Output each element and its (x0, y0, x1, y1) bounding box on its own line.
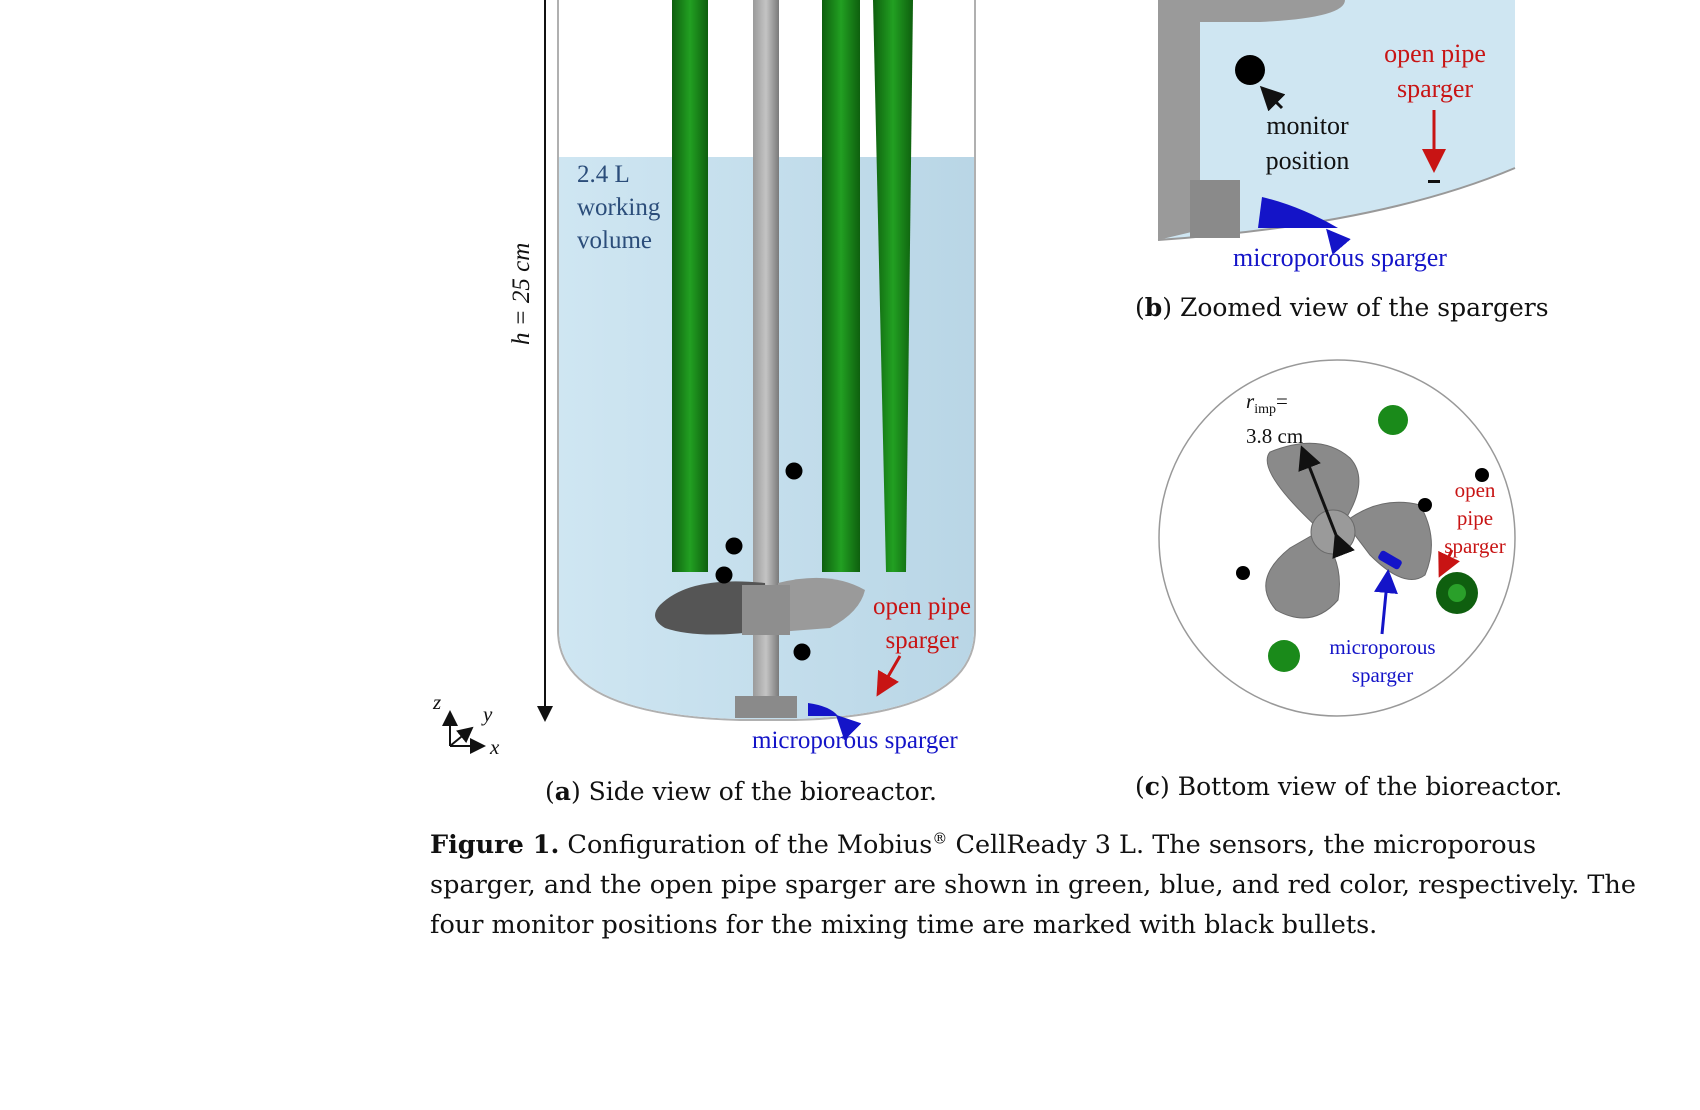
impeller-hub (742, 585, 790, 635)
axis-y-label: y (483, 702, 493, 726)
radius-arrow (1298, 445, 1355, 559)
panel-b-caption: (b) Zoomed view of the spargers (1135, 293, 1549, 322)
open-pipe-sparger-label-b: open pipe sparger (1384, 39, 1486, 103)
zoom-hub (1190, 180, 1240, 238)
open-pipe-sparger-label-c: open pipe sparger (1444, 478, 1506, 558)
working-volume-label: 2.4 L working volume (577, 161, 661, 254)
coordinate-axes (442, 710, 486, 754)
microporous-sparger (808, 703, 838, 716)
microporous-arrow (835, 714, 862, 741)
monitor-position-bullet (1235, 55, 1265, 85)
microporous-arrow (1326, 228, 1351, 255)
microporous-sparger (1258, 197, 1338, 228)
monitor-position-bullet (1418, 498, 1432, 512)
open-pipe-sparger-label: open pipe sparger (873, 593, 971, 654)
monitor-position-label: monitor position (1265, 111, 1350, 175)
sensor-green-inner (1448, 584, 1466, 602)
impeller-radius-label: rimp= 3.8 cm (1246, 389, 1304, 449)
panel-a-side-view (442, 0, 976, 754)
open-pipe-sparger (1428, 180, 1440, 183)
sensor-green (1268, 640, 1300, 672)
open-pipe-arrow (876, 655, 902, 697)
panel-a-caption: (a) Side view of the bioreactor. (545, 777, 937, 806)
monitor-position-bullet (1475, 468, 1489, 482)
monitor-position-bullet (1236, 566, 1250, 580)
monitor-position-bullet (725, 537, 743, 555)
panel-c-bottom-view (1158, 359, 1516, 717)
height-label: h = 25 cm (508, 242, 535, 345)
zoom-impeller (1158, 0, 1345, 240)
sensor-rod (822, 0, 860, 572)
impeller-blade (778, 577, 865, 632)
impeller-blade (655, 581, 768, 635)
microporous-sparger-label-b: microporous sparger (1233, 243, 1447, 272)
sensor-rod (672, 0, 708, 572)
figure-caption: Figure 1. Configuration of the Mobius® C… (430, 829, 1636, 940)
panel-c-caption: (c) Bottom view of the bioreactor. (1135, 772, 1563, 801)
figure-number: Figure 1. (430, 830, 560, 860)
panel-b-zoomed-view (1157, 0, 1516, 255)
microporous-sparger-label: microporous sparger (752, 727, 958, 754)
axis-x-label: x (490, 735, 500, 759)
monitor-arrow (1259, 85, 1286, 112)
bottom-hub (735, 696, 797, 718)
monitor-position-bullet (785, 462, 803, 480)
microporous-sparger (1378, 550, 1402, 570)
sensor-rod (873, 0, 913, 572)
open-pipe-arrow (1438, 549, 1460, 578)
microporous-arrow (1374, 569, 1398, 635)
sensor-green (1378, 405, 1408, 435)
axis-z-label: z (433, 690, 442, 714)
monitor-position-bullet (793, 643, 811, 661)
vessel-outline (557, 0, 976, 721)
monitor-position-bullet (715, 566, 733, 584)
microporous-sparger-label-c: microporous sparger (1329, 635, 1436, 687)
